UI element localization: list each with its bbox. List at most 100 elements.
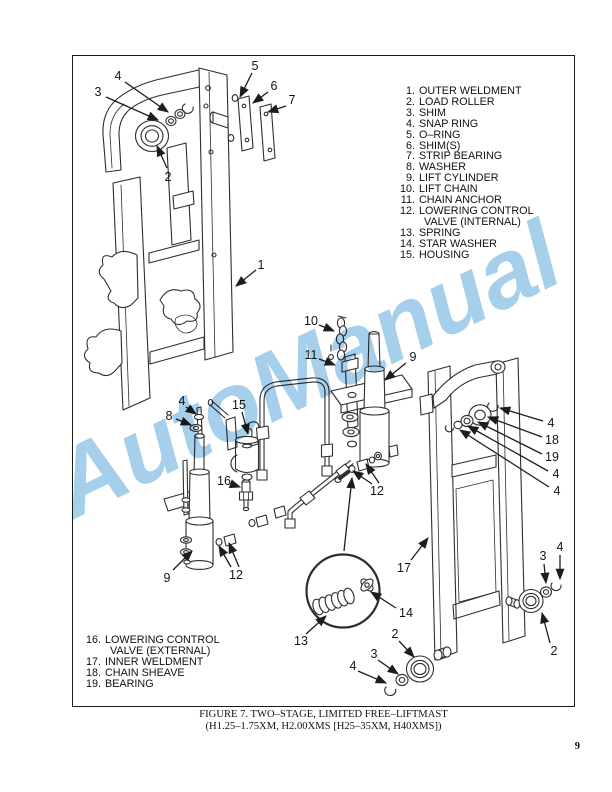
parts-item-number: 12. — [399, 204, 415, 217]
callout-number: 12 — [370, 484, 384, 498]
parts-list-item: 1. OUTER WELDMENT — [397, 86, 534, 97]
parts-item-number: 15. — [399, 248, 415, 261]
callout-number: 4 — [553, 467, 560, 481]
callout-number: 3 — [540, 549, 547, 563]
callout-arrow — [235, 269, 257, 287]
bottom-center-roller-art — [384, 655, 435, 697]
callout-number: 3 — [371, 647, 378, 661]
caption-line1: FIGURE 7. TWO–STAGE, LIMITED FREE–LIFTMA… — [199, 709, 448, 720]
parts-item-number: 5. — [405, 128, 415, 141]
parts-item-number: 7. — [405, 150, 415, 163]
parts-item-label: SNAP RING — [419, 117, 479, 130]
parts-item-label: STAR WASHER — [419, 237, 497, 250]
figure-border — [72, 55, 575, 707]
callout-number: 4 — [115, 69, 122, 83]
callout-number: 9 — [410, 350, 417, 364]
parts-item-label: INNER WELDMENT — [105, 655, 204, 668]
parts-item-label: OUTER WELDMENT — [419, 85, 522, 97]
callout-number: 9 — [164, 571, 171, 585]
callout-number: 1 — [258, 258, 265, 272]
parts-list-item: 19.BEARING — [83, 677, 220, 690]
callout-arrow — [105, 96, 160, 121]
parts-list-item: 5. O–RING — [397, 128, 534, 141]
callout-arrow — [240, 411, 250, 436]
parts-list-item: 7.STRIP BEARING — [397, 151, 534, 162]
parts-item-label: BEARING — [105, 677, 154, 690]
callout-number: 8 — [166, 409, 173, 423]
parts-item-number: 17. — [85, 655, 101, 668]
figure-caption: FIGURE 7. TWO–STAGE, LIMITED FREE–LIFTMA… — [72, 709, 575, 732]
callout-arrow — [318, 357, 337, 366]
parts-list-item: 15.HOUSING — [397, 248, 534, 261]
housing-art — [225, 416, 260, 512]
callout-arrow — [377, 659, 399, 675]
callout-arrow — [185, 404, 197, 415]
callout-number: 6 — [271, 79, 278, 93]
callout-arrow — [252, 91, 269, 104]
callout-arrow — [318, 322, 336, 332]
callout-arrow — [352, 470, 373, 485]
callout-arrow — [476, 421, 543, 455]
callout-arrow — [498, 406, 544, 422]
inner-weldment-art — [419, 357, 526, 661]
parts-item-number: 13. — [399, 226, 415, 239]
callout-number: 2 — [551, 644, 558, 658]
callout-number: 4 — [548, 416, 555, 430]
callout-arrow — [365, 463, 380, 484]
parts-item-number: 18. — [85, 666, 101, 679]
parts-item-label: O–RING — [419, 128, 461, 141]
caption-line2: (H1.25–1.75XM, H2.00XMS [H25–35XM, H40XM… — [205, 720, 442, 732]
callout-arrow — [540, 563, 550, 585]
parts-item-number: 8. — [405, 161, 415, 174]
parts-list-item: 10.LIFT CHAIN — [397, 184, 534, 195]
callout-arrow — [172, 550, 193, 571]
callout-number: 7 — [289, 93, 296, 107]
parts-item-number: 1. — [405, 85, 415, 97]
parts-list-item: 8. WASHER — [397, 162, 534, 173]
page-number: 9 — [574, 741, 580, 752]
callout-arrow — [156, 144, 168, 169]
parts-item-number: 11. — [400, 194, 415, 207]
parts-list-item: 6. SHIM(S) — [397, 139, 534, 152]
parts-item-number: 14. — [399, 237, 415, 250]
parts-list-item: 9.LIFT CYLINDER — [397, 173, 534, 184]
callout-arrow — [228, 479, 242, 489]
callout-number: 2 — [392, 627, 399, 641]
callout-arrow — [266, 104, 287, 114]
parts-item-label: SHIM(S) — [419, 139, 461, 152]
callout-arrow — [410, 537, 429, 561]
callout-number: 4 — [554, 484, 561, 498]
parts-item-number: 3. — [405, 106, 415, 119]
parts-item-number: 2. — [405, 95, 415, 108]
callout-number: 13 — [294, 634, 308, 648]
callout-arrow — [384, 362, 407, 381]
parts-item-number: 6. — [405, 139, 415, 152]
parts-item-label: CHAIN SHEAVE — [105, 666, 185, 679]
parts-list-item: 13. SPRING — [397, 226, 534, 239]
callout-arrow — [459, 429, 550, 488]
parts-list-item: 18. CHAIN SHEAVE — [83, 666, 220, 679]
callout-arrow — [467, 425, 549, 472]
detail-circle-art — [305, 553, 381, 629]
callout-number: 4 — [179, 394, 186, 408]
callout-number: 18 — [545, 433, 559, 447]
callout-number: 12 — [229, 568, 243, 582]
parts-item-label: SPRING — [419, 226, 461, 239]
parts-list-item: 3.SHIM — [397, 106, 534, 119]
parts-item-label: CHAIN ANCHOR — [419, 194, 502, 207]
parts-item-number: 9. — [405, 172, 415, 185]
callout-number: 5 — [252, 59, 259, 73]
callout-number: 19 — [545, 450, 559, 464]
callout-number: 11 — [305, 348, 318, 362]
parts-list-item: 2.LOAD ROLLER — [397, 97, 534, 108]
callout-arrow — [486, 416, 543, 438]
callout-number: 14 — [399, 606, 413, 620]
parts-item-label: WASHER — [419, 161, 466, 174]
